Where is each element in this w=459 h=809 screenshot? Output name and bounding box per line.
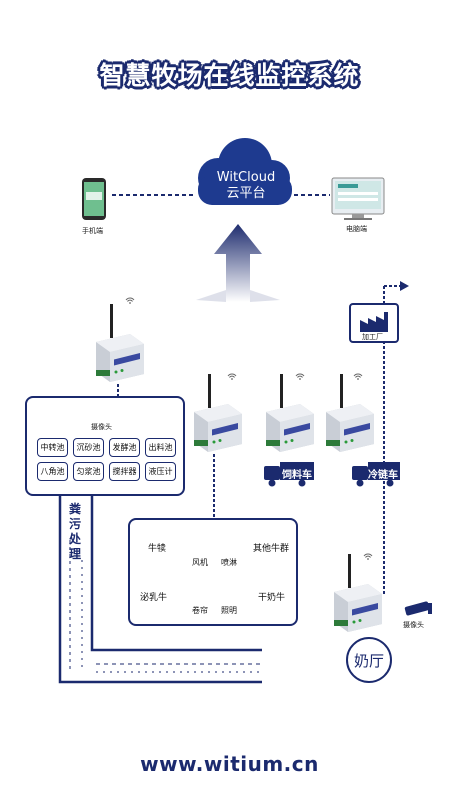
device-fan-label: 风机 [192, 558, 208, 567]
sewage-pipes [58, 496, 262, 684]
milk-hall: 奶厅 [346, 637, 392, 683]
pool-item: 发酵池 [109, 438, 140, 457]
factory-icon [349, 303, 399, 343]
cloud-shape [198, 138, 292, 205]
pool-item: 八角池 [37, 462, 68, 481]
gateway-sewage [96, 304, 144, 382]
footer-url[interactable]: www.witium.cn [140, 752, 319, 776]
cold-truck-icon [352, 462, 400, 487]
barn-dry: 干奶牛 [258, 593, 286, 603]
device-spray-label: 喷淋 [221, 558, 237, 567]
cloud-label: WitCloud 云平台 [186, 170, 306, 202]
pool-grid: 中转池 沉砂池 发酵池 出料池 八角池 匀浆池 搅拌器 液压计 [37, 438, 177, 481]
pc-icon [331, 177, 385, 220]
feed-truck-label: 饲料车 [282, 470, 312, 481]
gateway-barn [194, 374, 242, 452]
device-light-label: 照明 [221, 606, 237, 615]
factory-arrow [400, 281, 409, 291]
device-curtain-label: 卷帘 [192, 606, 208, 615]
pc-label: 电脑端 [346, 225, 367, 233]
barn-calf: 牛犊 [148, 544, 167, 554]
pool-item: 沉砂池 [73, 438, 104, 457]
cold-truck-label: 冷链车 [368, 470, 398, 481]
sewage-box: 摄像头 中转池 沉砂池 发酵池 出料池 八角池 匀浆池 搅拌器 液压计 [25, 396, 185, 496]
upload-arrow [214, 224, 262, 302]
camera-right-icon [404, 601, 432, 616]
feed-truck-icon [264, 462, 314, 487]
barn-other: 其他牛群 [253, 544, 290, 554]
camera-right-label: 摄像头 [403, 621, 424, 629]
pool-item: 匀浆池 [73, 462, 104, 481]
barn-box [128, 518, 298, 626]
phone-label: 手机端 [82, 227, 103, 235]
pool-item: 液压计 [145, 462, 176, 481]
barn-lactating: 泌乳牛 [140, 593, 168, 603]
cloud-subtitle: 云平台 [226, 186, 266, 201]
pool-item: 出料池 [145, 438, 176, 457]
cloud-title: WitCloud [216, 170, 276, 185]
factory-label: 加工厂 [362, 333, 383, 341]
camera-label: 摄像头 [91, 423, 112, 431]
pool-item: 中转池 [37, 438, 68, 457]
sewage-vertical-label: 粪污处理 [68, 502, 81, 561]
gateway-cold [326, 374, 374, 452]
page-title: 智慧牧场在线监控系统 [99, 61, 360, 90]
gateway-feed [266, 374, 314, 452]
pool-item: 搅拌器 [109, 462, 140, 481]
gateway-milk [334, 554, 382, 632]
phone-icon [82, 178, 106, 220]
